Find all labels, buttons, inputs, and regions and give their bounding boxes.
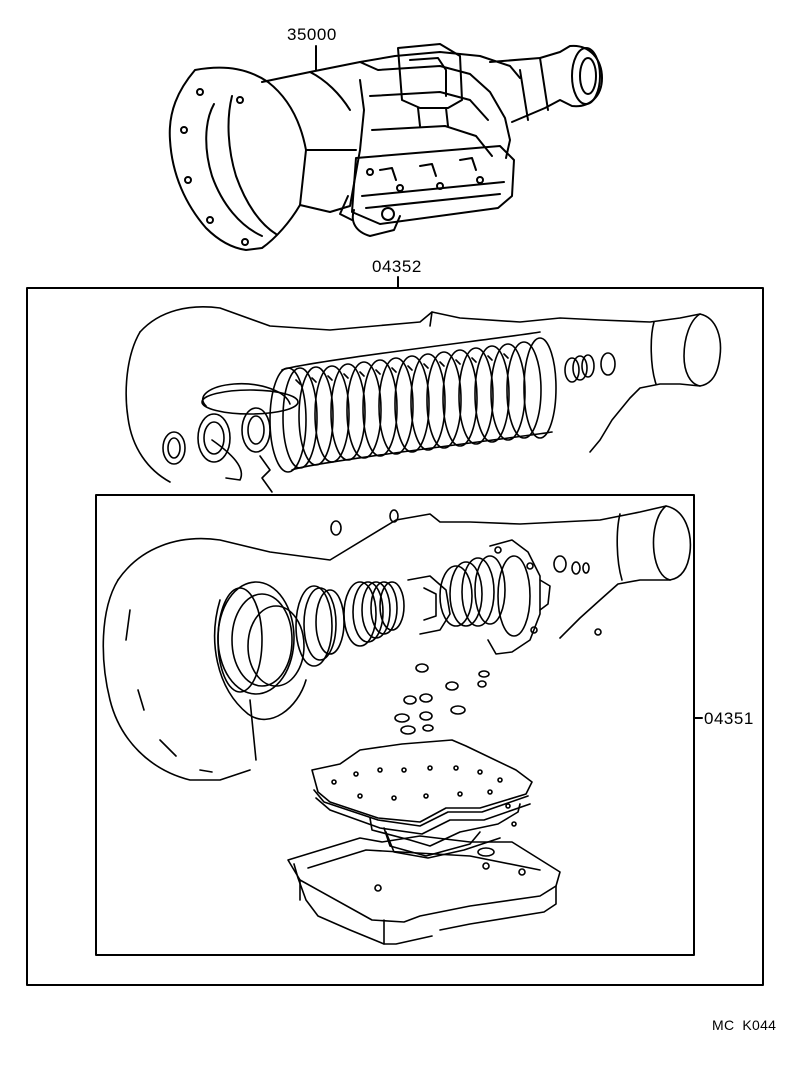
valve-body-gaskets (311, 739, 533, 859)
overhaul-kit-frame (26, 287, 764, 986)
callout-04352: 04352 (372, 257, 422, 276)
transmission-assembly-illustration (168, 43, 603, 251)
figure-code: MC K044 (712, 1018, 776, 1032)
overhaul-kit-outline (125, 306, 722, 483)
clutch-drum-stack (269, 331, 557, 473)
overhaul-kit-front-seals (162, 382, 299, 493)
gasket-kit-orings (214, 539, 590, 761)
callout-35000: 35000 (287, 25, 337, 44)
gasket-kit-frame (95, 494, 695, 956)
figure-code-id: K044 (742, 1017, 777, 1033)
overhaul-kit-rear-rings (564, 352, 616, 383)
oil-pan (287, 835, 561, 945)
callout-04351: 04351 (704, 709, 754, 728)
figure-code-prefix: MC (712, 1017, 735, 1033)
gasket-kit-small-seals (394, 663, 490, 735)
gasket-kit-outline (102, 505, 692, 781)
